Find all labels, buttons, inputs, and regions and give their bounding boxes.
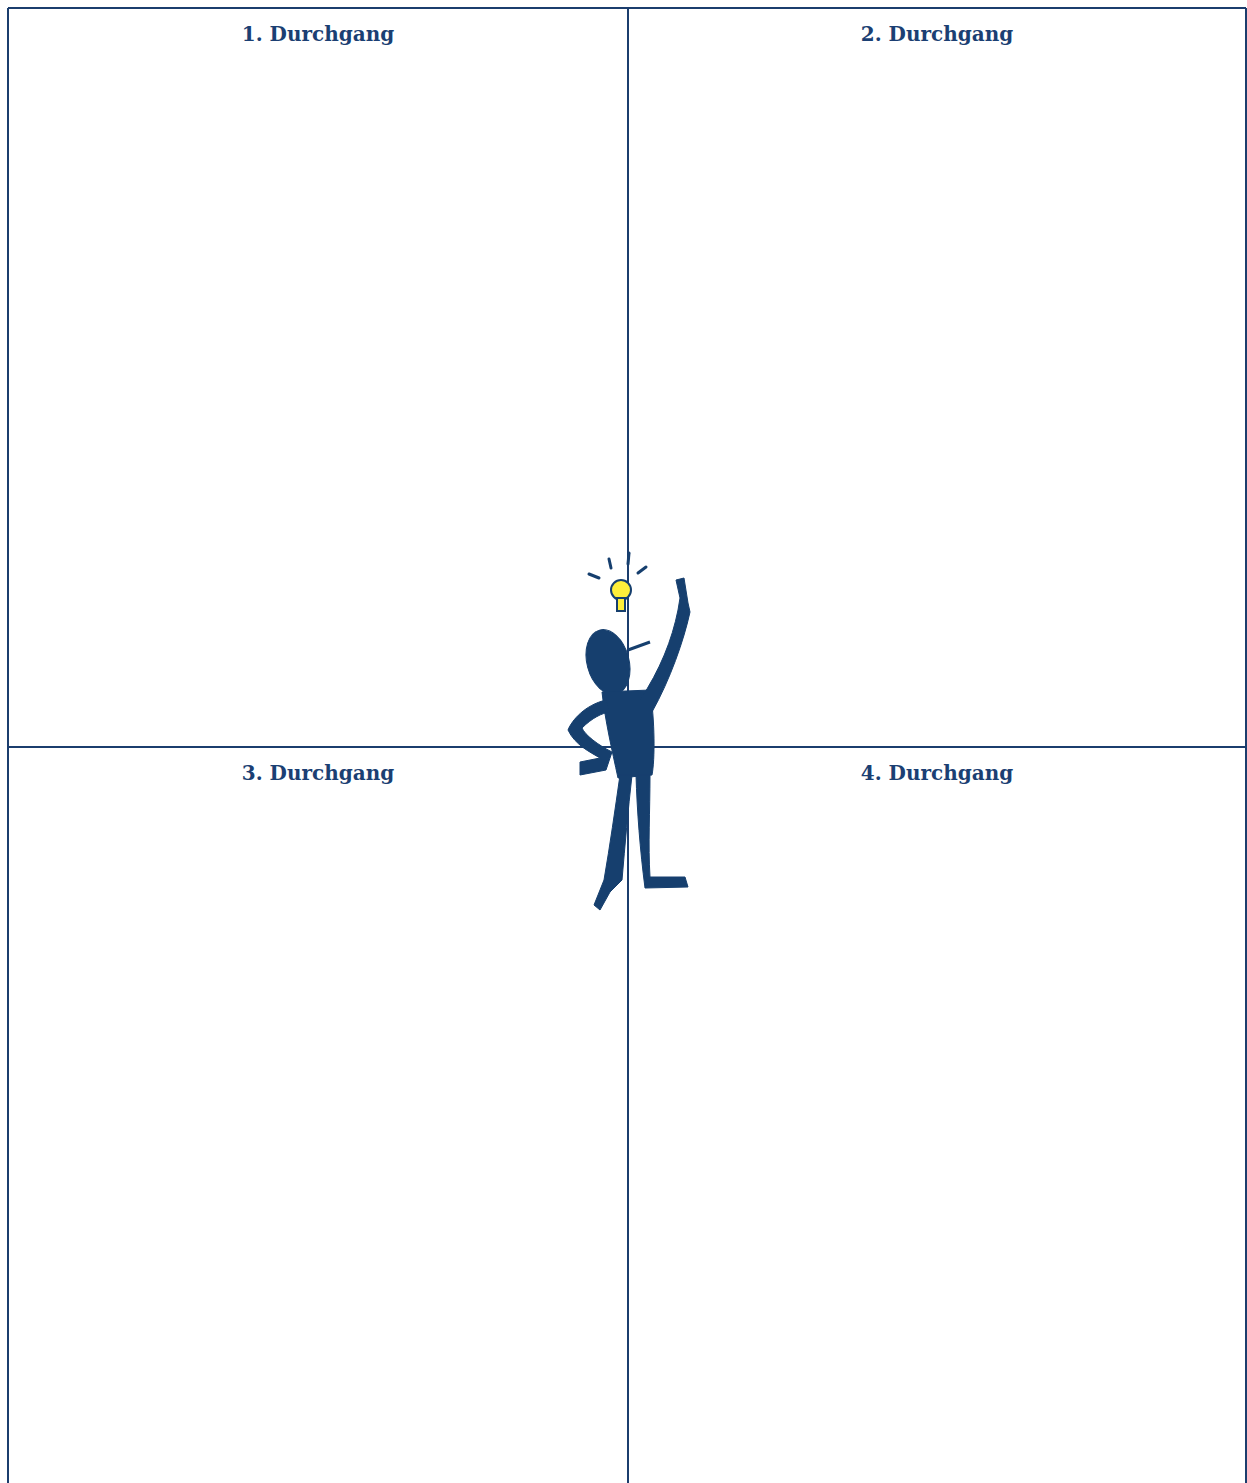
quadrant-heading: 1. Durchgang [8, 22, 628, 46]
lightbulb [589, 553, 646, 611]
quadrant-box: 2. Durchgang [628, 8, 1246, 747]
quadrant-box: 4. Durchgang [628, 747, 1246, 1483]
quadrant-box: 3. Durchgang [8, 747, 628, 1483]
quadrant-box: 1. Durchgang [8, 8, 628, 747]
quadrant-heading: 4. Durchgang [628, 761, 1246, 785]
figure-head [579, 625, 637, 700]
quadrant-heading: 2. Durchgang [628, 22, 1246, 46]
figure-arm [568, 700, 612, 775]
figure-nose [628, 642, 650, 650]
frame-line [1245, 8, 1247, 1483]
figure-arm [640, 578, 690, 712]
figure-leg [636, 775, 688, 888]
quadrant-heading: 3. Durchgang [8, 761, 628, 785]
figure-leg [594, 775, 632, 910]
frame-line [7, 8, 9, 1483]
